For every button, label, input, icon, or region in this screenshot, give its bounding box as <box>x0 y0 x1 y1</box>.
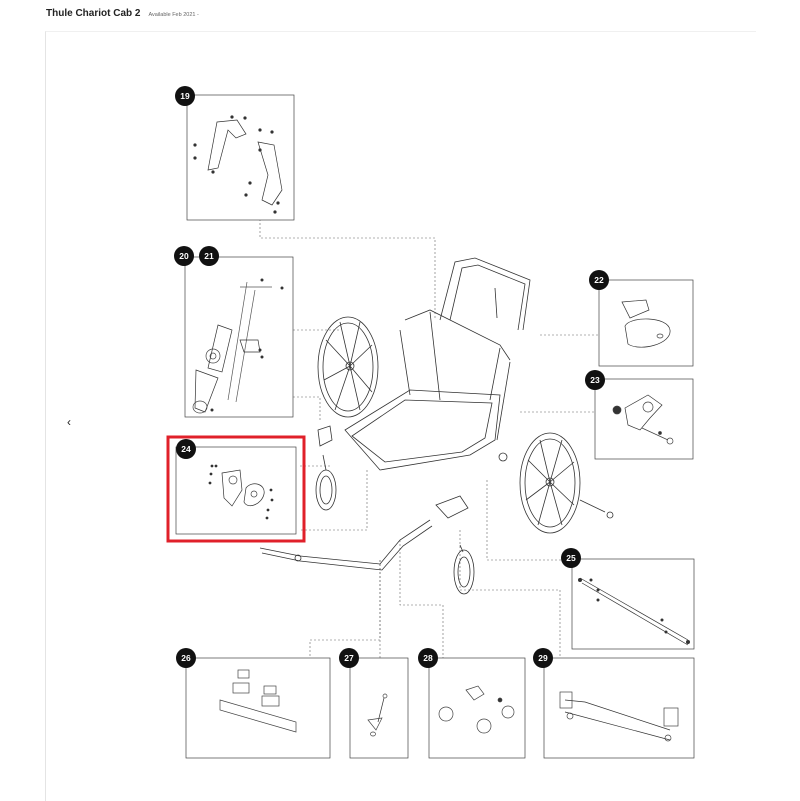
svg-text:25: 25 <box>566 553 576 563</box>
svg-text:28: 28 <box>423 653 433 663</box>
svg-text:21: 21 <box>204 251 214 261</box>
callout-23[interactable]: 23 <box>585 370 605 390</box>
svg-text:27: 27 <box>344 653 354 663</box>
callout-29[interactable]: 29 <box>533 648 553 668</box>
part-callouts: 19 20 21 22 23 24 25 26 27 28 29 <box>174 86 609 668</box>
part-22-box[interactable] <box>598 279 694 367</box>
part-26-box[interactable] <box>185 657 331 759</box>
callout-22[interactable]: 22 <box>589 270 609 290</box>
product-title: Thule Chariot Cab 2 <box>46 8 141 19</box>
diagram-panel <box>45 31 756 801</box>
callout-24[interactable]: 24 <box>176 439 196 459</box>
availability-text: Available Feb 2021 - <box>148 12 199 18</box>
part-28-box[interactable] <box>428 657 526 759</box>
callout-19[interactable]: 19 <box>175 86 195 106</box>
chevron-left-icon[interactable]: ‹ <box>67 415 71 429</box>
svg-text:20: 20 <box>179 251 189 261</box>
leader-lines <box>259 219 600 658</box>
callout-28[interactable]: 28 <box>418 648 438 668</box>
callout-27[interactable]: 27 <box>339 648 359 668</box>
part-20-21-box[interactable] <box>184 256 294 418</box>
callout-25[interactable]: 25 <box>561 548 581 568</box>
svg-text:26: 26 <box>181 653 191 663</box>
svg-text:23: 23 <box>590 375 600 385</box>
part-29-box[interactable] <box>543 657 695 759</box>
callout-20[interactable]: 20 <box>174 246 194 266</box>
svg-text:24: 24 <box>181 444 191 454</box>
svg-text:29: 29 <box>538 653 548 663</box>
svg-text:22: 22 <box>594 275 604 285</box>
part-23-box[interactable] <box>594 378 694 460</box>
page-header: Thule Chariot Cab 2 Available Feb 2021 - <box>46 8 199 22</box>
part-27-box[interactable] <box>349 657 409 759</box>
stroller-main-illustration <box>259 257 614 595</box>
highlight-box-part-24 <box>166 435 306 543</box>
svg-text:19: 19 <box>180 91 190 101</box>
part-19-box[interactable] <box>186 94 295 221</box>
callout-26[interactable]: 26 <box>176 648 196 668</box>
part-25-box[interactable] <box>571 558 695 650</box>
callout-21[interactable]: 21 <box>199 246 219 266</box>
part-24-box[interactable] <box>175 446 297 535</box>
